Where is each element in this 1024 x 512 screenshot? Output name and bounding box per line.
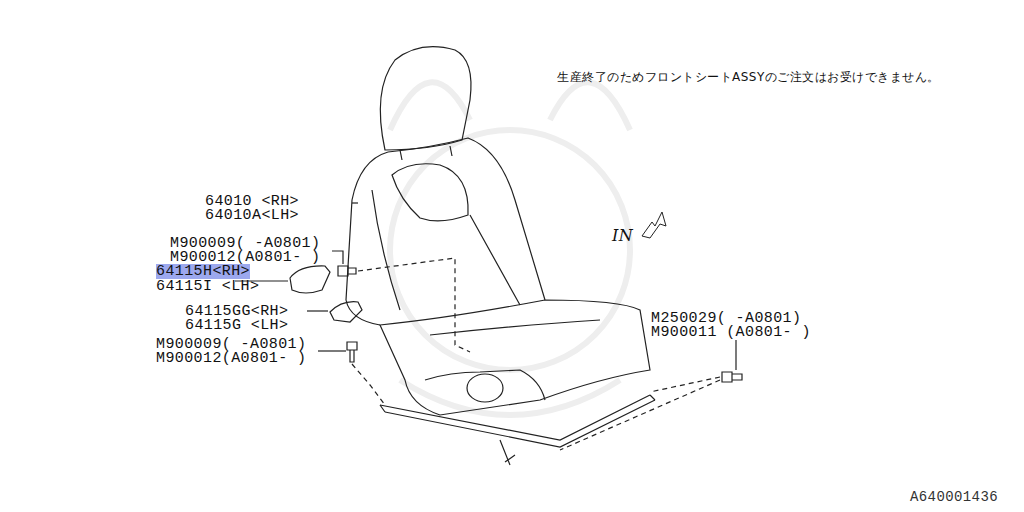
note-text: 生産終了のためフロントシートASSYのご注文はお受けできません。 (557, 70, 940, 85)
part-number: 64115I <LH> (156, 279, 259, 294)
part-number: M250029( -A0801) (651, 311, 801, 326)
part-number: 64115G <LH> (185, 318, 288, 333)
part-number: M900012(A0801- ) (170, 250, 320, 265)
part-number: M900009( -A0801) (156, 337, 306, 352)
part-number: M900012(A0801- ) (156, 351, 306, 366)
part-number: 64115GG<RH> (185, 304, 288, 319)
part-number: 64010A<LH> (205, 208, 299, 223)
direction-label: IN (612, 228, 633, 243)
part-number: 64115H<RH> (156, 264, 250, 279)
part-number: M900009( -A0801) (170, 236, 320, 251)
part-number: 64010 <RH> (205, 194, 299, 209)
drawing-code: A640001436 (910, 490, 998, 505)
part-number: M900011 (A0801- ) (651, 325, 811, 340)
